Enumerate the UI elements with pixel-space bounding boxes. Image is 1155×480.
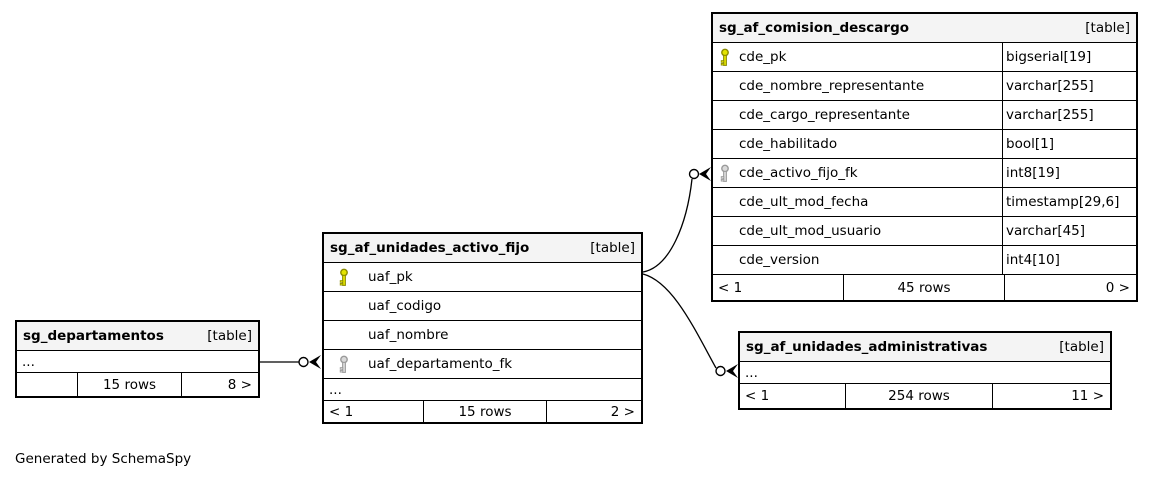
column-row: uaf_pk xyxy=(324,263,641,292)
table-type-tag: [table] xyxy=(1085,20,1130,36)
column-name: cde_nombre_representante xyxy=(739,78,925,94)
row-count: 254 rows xyxy=(845,384,993,408)
table-sg-af-comision-descargo[interactable]: sg_af_comision_descargo [table] cde_pk b… xyxy=(711,12,1138,302)
connector-circle xyxy=(688,168,700,180)
column-row: cde_activo_fijo_fk int8[19] xyxy=(713,159,1136,188)
foreign-key-icon xyxy=(719,164,732,183)
column-name: cde_habilitado xyxy=(739,136,838,152)
column-row: uaf_codigo xyxy=(324,292,641,321)
row-count: 45 rows xyxy=(843,275,1005,300)
column-row: cde_pk bigserial[19] xyxy=(713,43,1136,72)
table-sg-af-unidades-administrativas[interactable]: sg_af_unidades_administrativas [table] .… xyxy=(738,331,1112,410)
column-name: cde_version xyxy=(739,252,820,268)
column-row: cde_ult_mod_fecha timestamp[29,6] xyxy=(713,188,1136,217)
connector-circle xyxy=(715,365,726,377)
table-header[interactable]: sg_af_unidades_administrativas [table] xyxy=(740,333,1110,362)
column-name: cde_activo_fijo_fk xyxy=(739,165,858,181)
column-row: uaf_nombre xyxy=(324,321,641,350)
column-name: cde_ult_mod_usuario xyxy=(739,223,882,239)
column-name: cde_ult_mod_fecha xyxy=(739,194,869,210)
table-name[interactable]: sg_af_unidades_administrativas xyxy=(746,339,988,355)
column-row: cde_ult_mod_usuario varchar[45] xyxy=(713,217,1136,246)
column-type: timestamp[29,6] xyxy=(1002,188,1136,216)
table-footer: < 1 15 rows 2 > xyxy=(324,401,641,422)
column-name: uaf_nombre xyxy=(368,327,449,343)
column-row: cde_version int4[10] xyxy=(713,246,1136,275)
table-header[interactable]: sg_af_comision_descargo [table] xyxy=(713,14,1136,43)
foreign-key-icon xyxy=(338,355,351,374)
hidden-columns-ellipsis: ... xyxy=(324,379,641,401)
column-type: varchar[255] xyxy=(1002,101,1136,129)
connector-circle xyxy=(298,356,309,368)
column-name: uaf_pk xyxy=(368,269,413,285)
primary-key-icon xyxy=(719,48,732,67)
column-type: bigserial[19] xyxy=(1002,43,1136,71)
connector-arrowhead xyxy=(309,355,321,369)
connector-arrowhead xyxy=(699,167,711,181)
parents-count: < 1 xyxy=(329,403,354,420)
table-name[interactable]: sg_af_comision_descargo xyxy=(719,20,910,36)
column-type: bool[1] xyxy=(1002,130,1136,158)
row-count: 15 rows xyxy=(423,401,547,422)
column-name: cde_cargo_representante xyxy=(739,107,910,123)
table-type-tag: [table] xyxy=(590,240,635,256)
column-row: cde_nombre_representante varchar[255] xyxy=(713,72,1136,101)
generated-by-caption: Generated by SchemaSpy xyxy=(15,451,192,467)
primary-key-icon xyxy=(338,268,351,287)
children-count: 2 > xyxy=(610,403,635,420)
table-header[interactable]: sg_af_unidades_activo_fijo [table] xyxy=(324,234,641,263)
relationship-line-administrativas xyxy=(642,273,717,369)
column-type: int8[19] xyxy=(1002,159,1136,187)
table-type-tag: [table] xyxy=(207,328,252,344)
column-type: varchar[45] xyxy=(1002,217,1136,245)
relationship-line-comision xyxy=(642,178,693,273)
table-footer: 15 rows 8 > xyxy=(17,373,258,396)
table-header[interactable]: sg_departamentos [table] xyxy=(17,322,258,351)
hidden-columns-ellipsis: ... xyxy=(17,351,258,373)
row-count: 15 rows xyxy=(77,373,182,396)
parents-count xyxy=(17,373,77,396)
column-row: cde_habilitado bool[1] xyxy=(713,130,1136,159)
children-count: 8 > xyxy=(227,376,252,393)
table-footer: < 1 254 rows 11 > xyxy=(740,384,1110,408)
column-type: varchar[255] xyxy=(1002,72,1136,100)
connector-arrowhead xyxy=(726,364,738,378)
table-footer: < 1 45 rows 0 > xyxy=(713,275,1136,300)
table-sg-departamentos[interactable]: sg_departamentos [table] ... 15 rows 8 > xyxy=(15,320,260,398)
parents-count: < 1 xyxy=(718,279,743,296)
table-type-tag: [table] xyxy=(1059,339,1104,355)
table-sg-af-unidades-activo-fijo[interactable]: sg_af_unidades_activo_fijo [table] uaf_p… xyxy=(322,232,643,424)
column-row: uaf_departamento_fk xyxy=(324,350,641,379)
children-count: 11 > xyxy=(1071,388,1104,404)
column-name: cde_pk xyxy=(739,49,787,65)
hidden-columns-ellipsis: ... xyxy=(740,362,1110,384)
column-name: uaf_codigo xyxy=(368,298,442,314)
parents-count: < 1 xyxy=(745,388,770,404)
column-name: uaf_departamento_fk xyxy=(368,356,513,372)
children-count: 0 > xyxy=(1105,279,1130,296)
table-name[interactable]: sg_departamentos xyxy=(23,328,164,344)
table-name[interactable]: sg_af_unidades_activo_fijo xyxy=(330,240,530,256)
column-type: int4[10] xyxy=(1002,246,1136,274)
column-row: cde_cargo_representante varchar[255] xyxy=(713,101,1136,130)
